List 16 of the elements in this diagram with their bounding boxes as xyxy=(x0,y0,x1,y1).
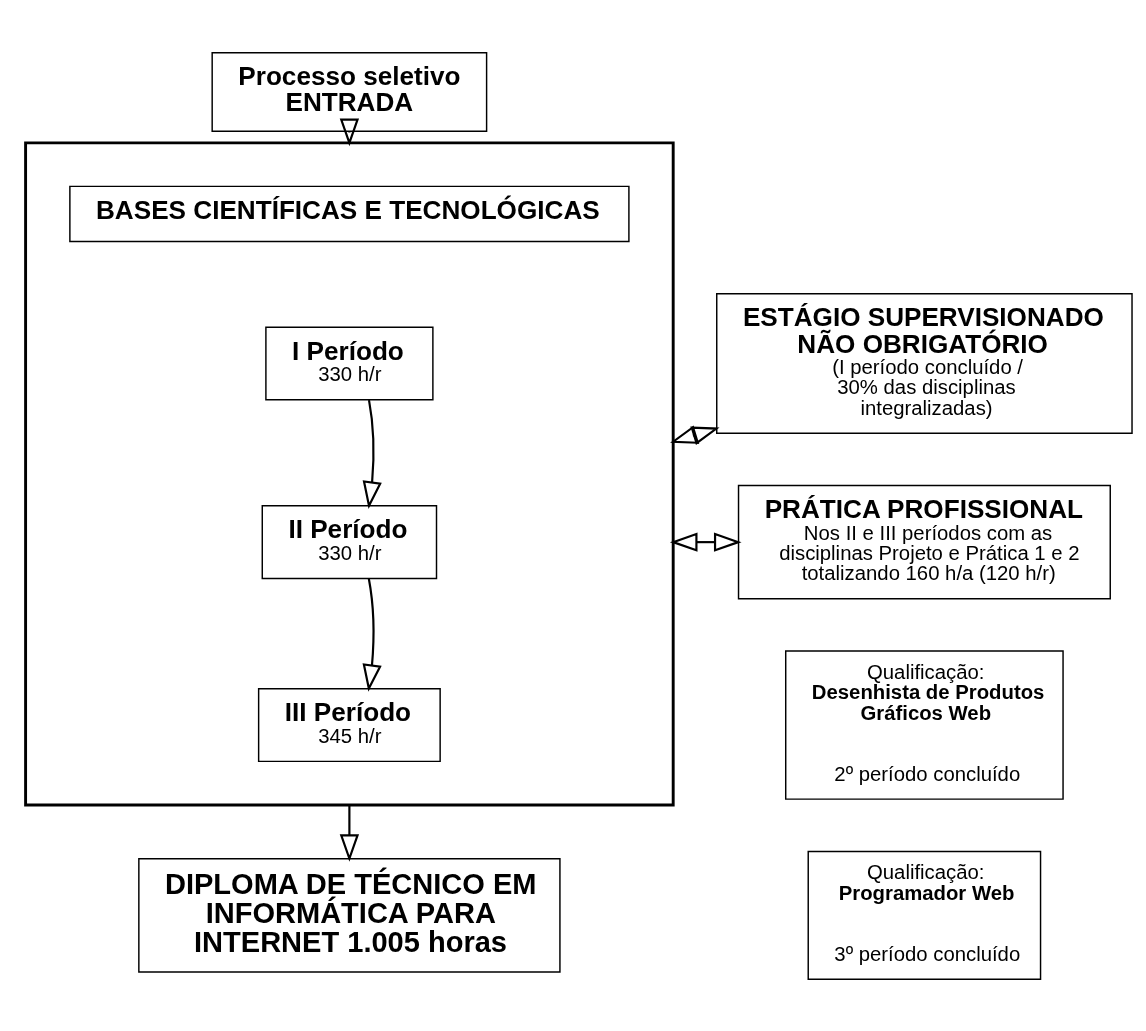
arrow xyxy=(362,578,382,692)
node-box: Qualificação: Desenhista de Produtos Gráficos Web 2º período concluído xyxy=(785,649,1064,800)
node-box: I Período 330 h/r xyxy=(265,326,434,401)
arrow xyxy=(339,804,360,862)
node-box: PRÁTICA PROFISSIONAL Nos II e III períodos com as disciplinas Projeto e Prática 1 e 2 totalizando 160 h/a (120 h/r) xyxy=(737,484,1111,599)
node-box: III Período 345 h/r xyxy=(257,687,441,762)
node-box: DIPLOMA DE TÉCNICO EM INFORMÁTICA PARA INTERNET 1.005 horas xyxy=(138,857,561,973)
arrow xyxy=(362,399,382,509)
node-box: Qualificação: Programador Web 3º período concluído xyxy=(807,850,1042,980)
arrow xyxy=(339,118,360,146)
arrow xyxy=(670,424,720,445)
arrow xyxy=(669,531,742,552)
node-box: BASES CIENTÍFICAS E TECNOLÓGICAS xyxy=(69,185,630,242)
node-box: ESTÁGIO SUPERVISIONADO NÃO OBRIGATÓRIO (I período concluído / 30% das disciplinas integralizadas) xyxy=(716,292,1133,434)
cluster xyxy=(24,140,675,806)
node-box: II Período 330 h/r xyxy=(261,504,438,579)
